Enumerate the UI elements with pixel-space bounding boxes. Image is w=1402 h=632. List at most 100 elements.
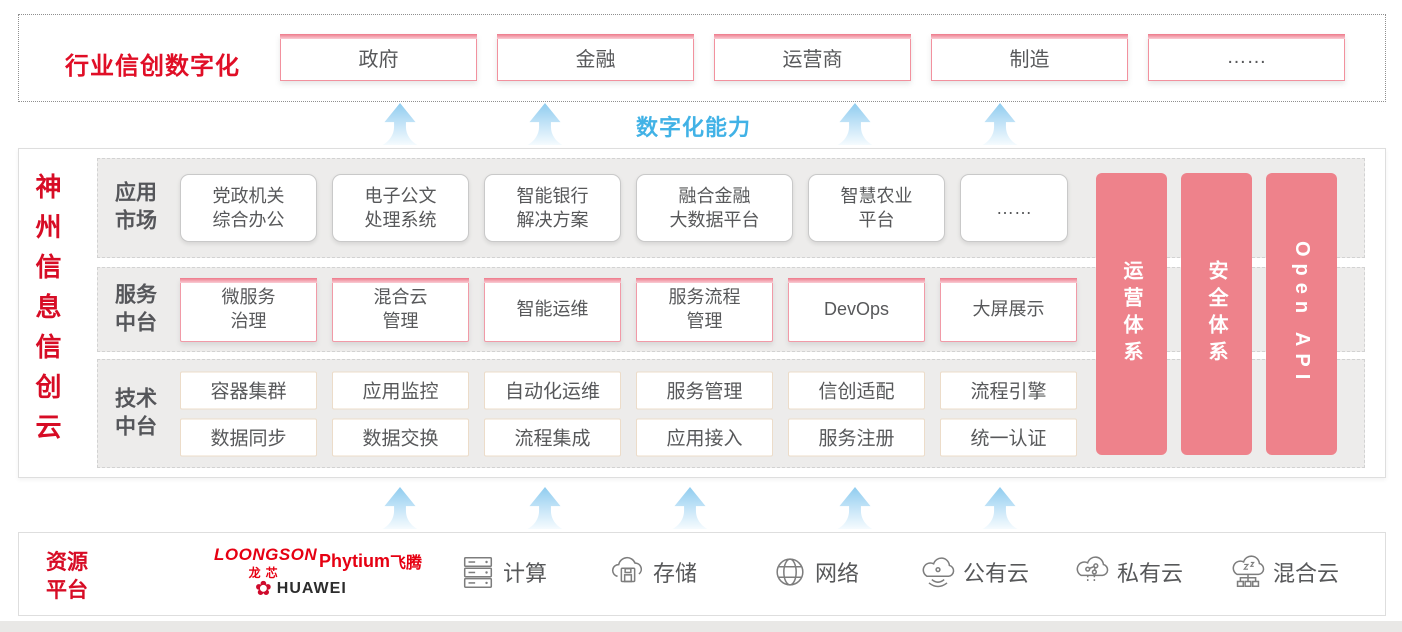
app-box: 融合金融 大数据平台 bbox=[636, 174, 793, 242]
service-box: DevOps bbox=[788, 277, 925, 342]
up-arrow-icon bbox=[382, 487, 418, 529]
app-market-panel: 应用 市场 党政机关 综合办公 电子公文 处理系统 智能银行 解决方案 融合金融… bbox=[97, 158, 1365, 258]
tech-box: 统一认证 bbox=[940, 418, 1077, 456]
resource-item-label: 网络 bbox=[815, 561, 860, 586]
pillar-open-api: Open API bbox=[1266, 173, 1337, 455]
tech-box: 流程集成 bbox=[484, 418, 621, 456]
service-label: 服务流程 管理 bbox=[668, 287, 741, 331]
platform-title-vertical: 神州信息信创云 bbox=[32, 173, 62, 453]
tech-platform-panel: 技术 中台 容器集群 应用监控 自动化运维 服务管理 信创适配 流程引擎 数据同… bbox=[97, 359, 1365, 468]
huawei-wordmark: HUAWEI bbox=[276, 580, 347, 597]
pink-topbar bbox=[940, 277, 1077, 283]
resource-item-compute: 计算 bbox=[459, 553, 547, 591]
app-box: 智慧农业 平台 bbox=[808, 174, 945, 242]
service-box: 服务流程 管理 bbox=[636, 277, 773, 342]
pink-topbar bbox=[332, 277, 469, 283]
industry-label: …… bbox=[1226, 46, 1267, 68]
up-arrow-icon bbox=[837, 487, 873, 529]
huawei-logo: ✿ HUAWEI bbox=[255, 579, 347, 599]
resource-item-hybrid-cloud: 混合云 bbox=[1229, 553, 1339, 591]
resource-platform-label: 资源 平台 bbox=[46, 551, 88, 603]
resource-item-network: 网络 bbox=[771, 553, 859, 591]
capability-label: 数字化能力 bbox=[636, 115, 752, 140]
tech-box-row-top: 容器集群 应用监控 自动化运维 服务管理 信创适配 流程引擎 bbox=[180, 371, 1077, 409]
tech-box: 应用接入 bbox=[636, 418, 773, 456]
tech-box: 数据交换 bbox=[332, 418, 469, 456]
resource-item-label: 混合云 bbox=[1273, 561, 1340, 586]
private-cloud-icon bbox=[1076, 556, 1109, 583]
up-arrow-icon bbox=[527, 487, 563, 529]
service-box-row: 微服务 治理 混合云 管理 智能运维 服务流程 管理 DevOps 大屏展示 bbox=[180, 277, 1077, 342]
resource-platform-band: 资源 平台 LOONGSON 龙芯 Phytium 飞腾 ✿ HUAWEI 计算 bbox=[18, 532, 1386, 616]
up-arrow-icon bbox=[837, 103, 873, 145]
industry-band-title: 行业信创数字化 bbox=[65, 53, 240, 80]
phytium-logo: Phytium 飞腾 bbox=[319, 549, 422, 573]
resource-item-label: 计算 bbox=[503, 561, 548, 586]
tech-box: 自动化运维 bbox=[484, 371, 621, 409]
loongson-logo: LOONGSON 龙芯 bbox=[214, 545, 317, 581]
loongson-wordmark: LOONGSON bbox=[214, 545, 318, 564]
resource-item-label: 公有云 bbox=[963, 561, 1030, 586]
industry-box-manufacturing: 制造 bbox=[931, 34, 1128, 81]
tech-box: 服务管理 bbox=[636, 371, 773, 409]
tech-box: 应用监控 bbox=[332, 371, 469, 409]
industry-box-finance: 金融 bbox=[497, 34, 694, 81]
pillar-operation-system: 运营体系 bbox=[1096, 173, 1167, 455]
service-box: 混合云 管理 bbox=[332, 277, 469, 342]
resource-item-private-cloud: 私有云 bbox=[1073, 553, 1183, 591]
pink-topbar bbox=[280, 34, 477, 39]
industry-label: 金融 bbox=[575, 49, 616, 71]
industry-band: 行业信创数字化 政府 金融 运营商 制造 …… bbox=[18, 14, 1386, 102]
service-label: 微服务 治理 bbox=[221, 287, 276, 331]
service-label: DevOps bbox=[823, 298, 890, 319]
service-label: 智能运维 bbox=[516, 298, 589, 319]
public-cloud-icon bbox=[922, 557, 955, 588]
up-arrow-icon bbox=[982, 487, 1018, 529]
phytium-cn-label: 飞腾 bbox=[390, 555, 423, 572]
app-box: 党政机关 综合办公 bbox=[180, 174, 317, 242]
pink-topbar bbox=[788, 277, 925, 283]
resource-item-label: 私有云 bbox=[1117, 561, 1184, 586]
tech-box-grid: 容器集群 应用监控 自动化运维 服务管理 信创适配 流程引擎 数据同步 数据交换… bbox=[180, 371, 1077, 456]
service-box: 智能运维 bbox=[484, 277, 621, 342]
app-box-row: 党政机关 综合办公 电子公文 处理系统 智能银行 解决方案 融合金融 大数据平台… bbox=[180, 174, 1068, 242]
storage-cloud-icon bbox=[611, 556, 643, 583]
service-box: 微服务 治理 bbox=[180, 277, 317, 342]
service-platform-panel: 服务 中台 微服务 治理 混合云 管理 智能运维 服务流程 管理 DevOps … bbox=[97, 267, 1365, 352]
industry-label: 政府 bbox=[358, 49, 399, 71]
tech-box: 信创适配 bbox=[788, 371, 925, 409]
tech-box: 服务注册 bbox=[788, 418, 925, 456]
pink-topbar bbox=[484, 277, 621, 283]
pink-topbar bbox=[636, 277, 773, 283]
industry-box-more: …… bbox=[1148, 34, 1345, 81]
industry-label: 制造 bbox=[1009, 49, 1050, 71]
up-arrow-icon bbox=[672, 487, 708, 529]
pink-topbar bbox=[931, 34, 1128, 39]
tech-box-row-bottom: 数据同步 数据交换 流程集成 应用接入 服务注册 统一认证 bbox=[180, 418, 1077, 456]
industry-box-government: 政府 bbox=[280, 34, 477, 81]
service-label: 混合云 管理 bbox=[373, 287, 428, 331]
service-label: 大屏展示 bbox=[972, 298, 1045, 319]
pink-topbar bbox=[497, 34, 694, 39]
industry-box-row: 政府 金融 运营商 制造 …… bbox=[280, 34, 1345, 81]
tech-box: 流程引擎 bbox=[940, 371, 1077, 409]
bottom-divider-strip bbox=[0, 621, 1402, 632]
app-box: 智能银行 解决方案 bbox=[484, 174, 621, 242]
server-icon bbox=[463, 556, 493, 588]
industry-label: 运营商 bbox=[782, 49, 843, 71]
app-box: 电子公文 处理系统 bbox=[332, 174, 469, 242]
pink-topbar bbox=[714, 34, 911, 39]
tech-box: 数据同步 bbox=[180, 418, 317, 456]
app-market-label: 应用 市场 bbox=[115, 181, 157, 233]
network-globe-icon bbox=[776, 558, 804, 586]
service-platform-label: 服务 中台 bbox=[115, 283, 157, 335]
app-box-more: …… bbox=[960, 174, 1068, 242]
loongson-cn-label: 龙芯 bbox=[248, 566, 283, 580]
pink-topbar bbox=[180, 277, 317, 283]
pink-topbar bbox=[1148, 34, 1345, 39]
up-arrow-icon bbox=[527, 103, 563, 145]
up-arrow-icon bbox=[982, 103, 1018, 145]
huawei-flower-icon: ✿ bbox=[255, 578, 272, 600]
service-box: 大屏展示 bbox=[940, 277, 1077, 342]
